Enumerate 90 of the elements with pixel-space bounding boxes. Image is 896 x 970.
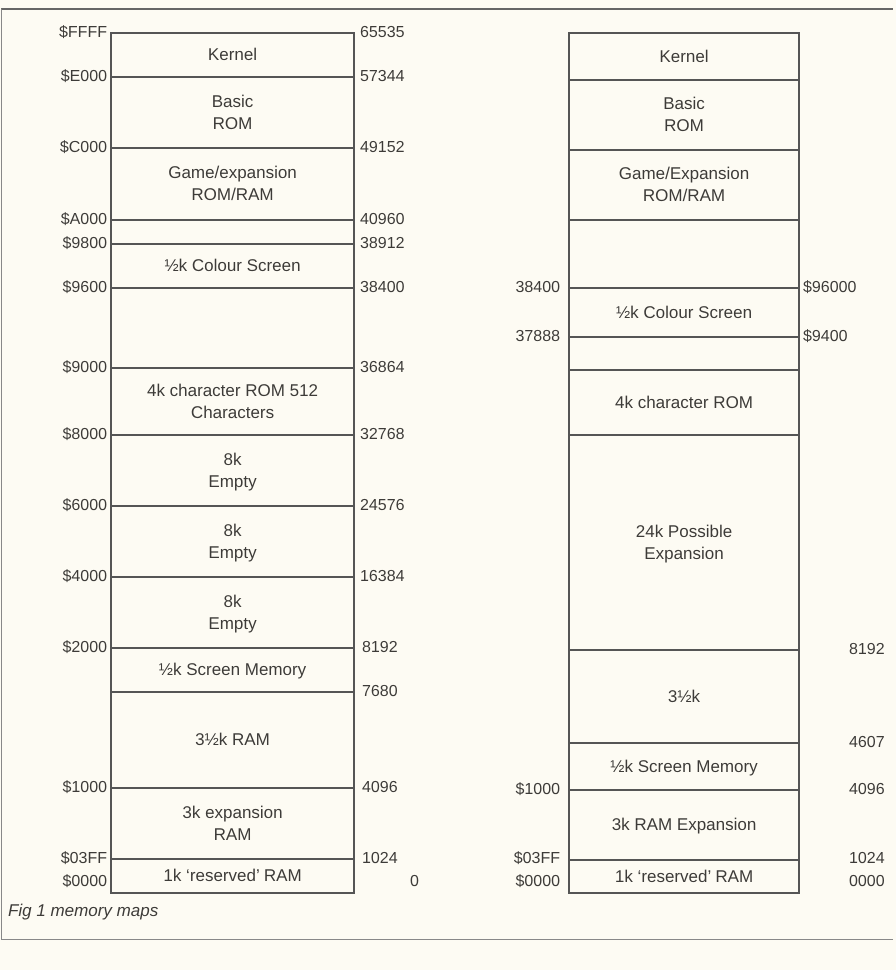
block-label: 8k Empty	[207, 590, 258, 634]
address-label: 38400	[516, 279, 560, 297]
memory-block	[110, 434, 355, 507]
memory-block	[568, 369, 800, 436]
block-label: ½k Colour Screen	[164, 255, 301, 277]
address-label: 8192	[849, 641, 885, 659]
address-label: 38912	[360, 235, 404, 253]
address-label: 7680	[362, 683, 398, 701]
address-label: 8192	[362, 639, 398, 657]
block-label: 24k Possible Expansion	[634, 520, 734, 564]
memory-block	[110, 576, 355, 649]
block-label: Kernel	[659, 46, 709, 68]
memory-block	[568, 859, 800, 894]
address-label: $9600	[62, 279, 107, 297]
memory-block	[110, 858, 355, 894]
memory-block	[568, 32, 800, 81]
address-label: 0	[410, 873, 419, 891]
address-label: 24576	[360, 497, 404, 515]
address-label: $9000	[62, 359, 107, 377]
address-label: $1000	[62, 779, 107, 797]
block-label: 8k Empty	[207, 448, 258, 492]
memory-block	[568, 789, 800, 861]
address-label: 1024	[362, 850, 398, 868]
block-label: Game/Expansion ROM/RAM	[618, 163, 750, 207]
memory-block	[110, 367, 355, 436]
block-label: ½k Colour Screen	[616, 302, 752, 324]
memory-block	[110, 147, 355, 221]
address-label: 4096	[849, 781, 885, 799]
address-label: $A000	[60, 211, 107, 229]
address-label: 36864	[360, 359, 404, 377]
address-label: $4000	[62, 568, 107, 586]
address-label: 65535	[360, 24, 404, 42]
block-label: ½k Screen Memory	[610, 756, 758, 778]
block-label: ½k Screen Memory	[158, 659, 306, 681]
address-label: $1000	[516, 781, 560, 799]
memory-block	[110, 76, 355, 149]
address-label: $6000	[62, 497, 107, 515]
memory-block	[568, 649, 800, 744]
block-label: 8k Empty	[207, 520, 258, 564]
block-label: Game/expansion ROM/RAM	[167, 162, 298, 206]
address-label: 38400	[360, 279, 404, 297]
memory-block	[110, 32, 355, 78]
address-label: $8000	[62, 426, 107, 444]
address-label: 0000	[849, 873, 885, 891]
memory-block	[110, 691, 355, 789]
address-label: $9800	[62, 235, 107, 253]
memory-block	[110, 243, 355, 289]
address-label: $2000	[62, 639, 107, 657]
block-label: 3k RAM Expansion	[612, 814, 756, 836]
block-label: 1k ‘reserved’ RAM	[614, 866, 754, 888]
memory-block	[110, 505, 355, 578]
memory-block	[568, 434, 800, 651]
block-label: 3k expansion RAM	[181, 802, 284, 846]
address-label: $9400	[803, 328, 848, 346]
address-label: $0000	[62, 873, 107, 891]
block-label: Basic ROM	[210, 90, 254, 134]
address-label: 37888	[516, 328, 560, 346]
address-label: $0000	[516, 873, 560, 891]
figure-caption: Fig 1 memory maps	[8, 901, 158, 921]
block-label: 3½k RAM	[195, 729, 270, 751]
address-label: 4096	[362, 779, 398, 797]
address-label: 16384	[360, 568, 404, 586]
address-label: 4607	[849, 734, 885, 752]
address-label: 40960	[360, 211, 404, 229]
address-label: $C000	[60, 139, 107, 157]
address-label: $03FF	[60, 850, 107, 868]
address-label: 32768	[360, 426, 404, 444]
block-label: 1k ‘reserved’ RAM	[163, 865, 302, 887]
memory-block	[568, 149, 800, 221]
memory-block	[110, 219, 355, 245]
memory-block	[110, 787, 355, 860]
block-label: 4k character ROM 512 Characters	[146, 380, 319, 424]
address-label: 49152	[360, 139, 404, 157]
address-label: 57344	[360, 68, 404, 86]
address-label: $E000	[60, 68, 107, 86]
block-label: 4k character ROM	[615, 392, 753, 414]
memory-block	[568, 287, 800, 338]
memory-block	[110, 647, 355, 693]
block-label: Basic ROM	[662, 93, 706, 137]
block-label: Kernel	[208, 44, 258, 66]
memory-block	[568, 742, 800, 791]
memory-block	[110, 287, 355, 369]
memory-block	[568, 79, 800, 151]
address-label: $FFFF	[59, 24, 107, 42]
memory-block	[568, 219, 800, 289]
address-label: $96000	[803, 279, 856, 297]
address-label: $03FF	[514, 850, 560, 868]
address-label: 1024	[849, 850, 885, 868]
block-label: 3½k	[668, 686, 700, 708]
memory-block	[568, 336, 800, 371]
